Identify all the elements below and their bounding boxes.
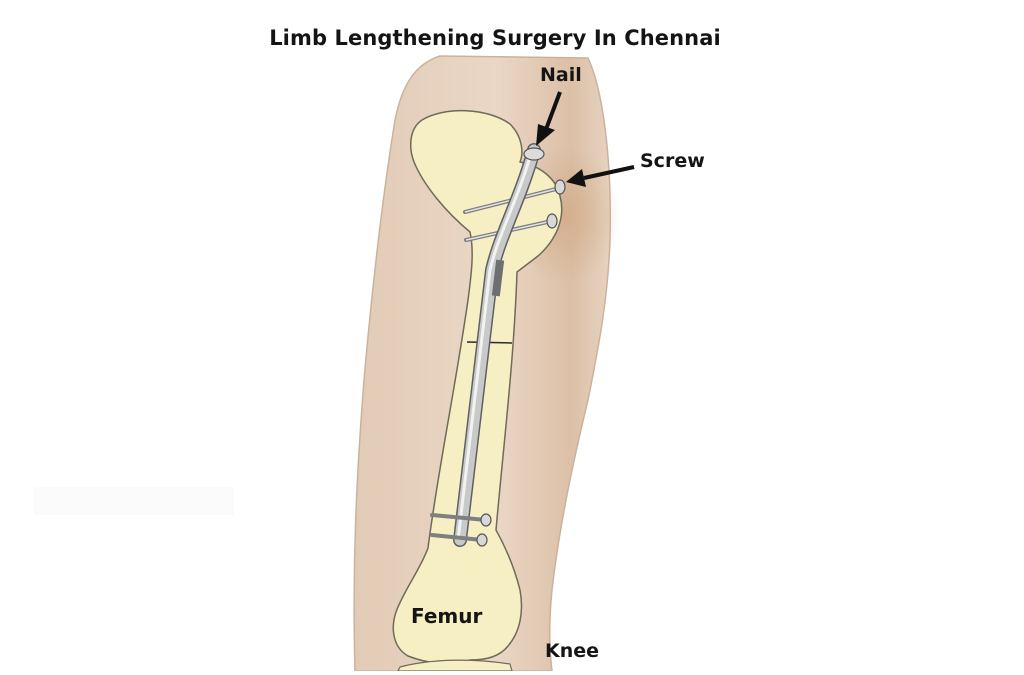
screw-label: Screw	[640, 150, 705, 172]
screw-arrow	[566, 165, 635, 187]
blank-patch	[34, 487, 234, 515]
femur-label: Femur	[411, 604, 483, 628]
nail-label: Nail	[540, 64, 582, 86]
distal-screws	[430, 513, 492, 547]
knee-joint	[397, 659, 513, 672]
knee-label: Knee	[545, 640, 600, 662]
nail-arrow	[536, 91, 562, 146]
nail	[453, 143, 545, 547]
page-title: Limb Lengthening Surgery In Chennai	[269, 26, 721, 50]
